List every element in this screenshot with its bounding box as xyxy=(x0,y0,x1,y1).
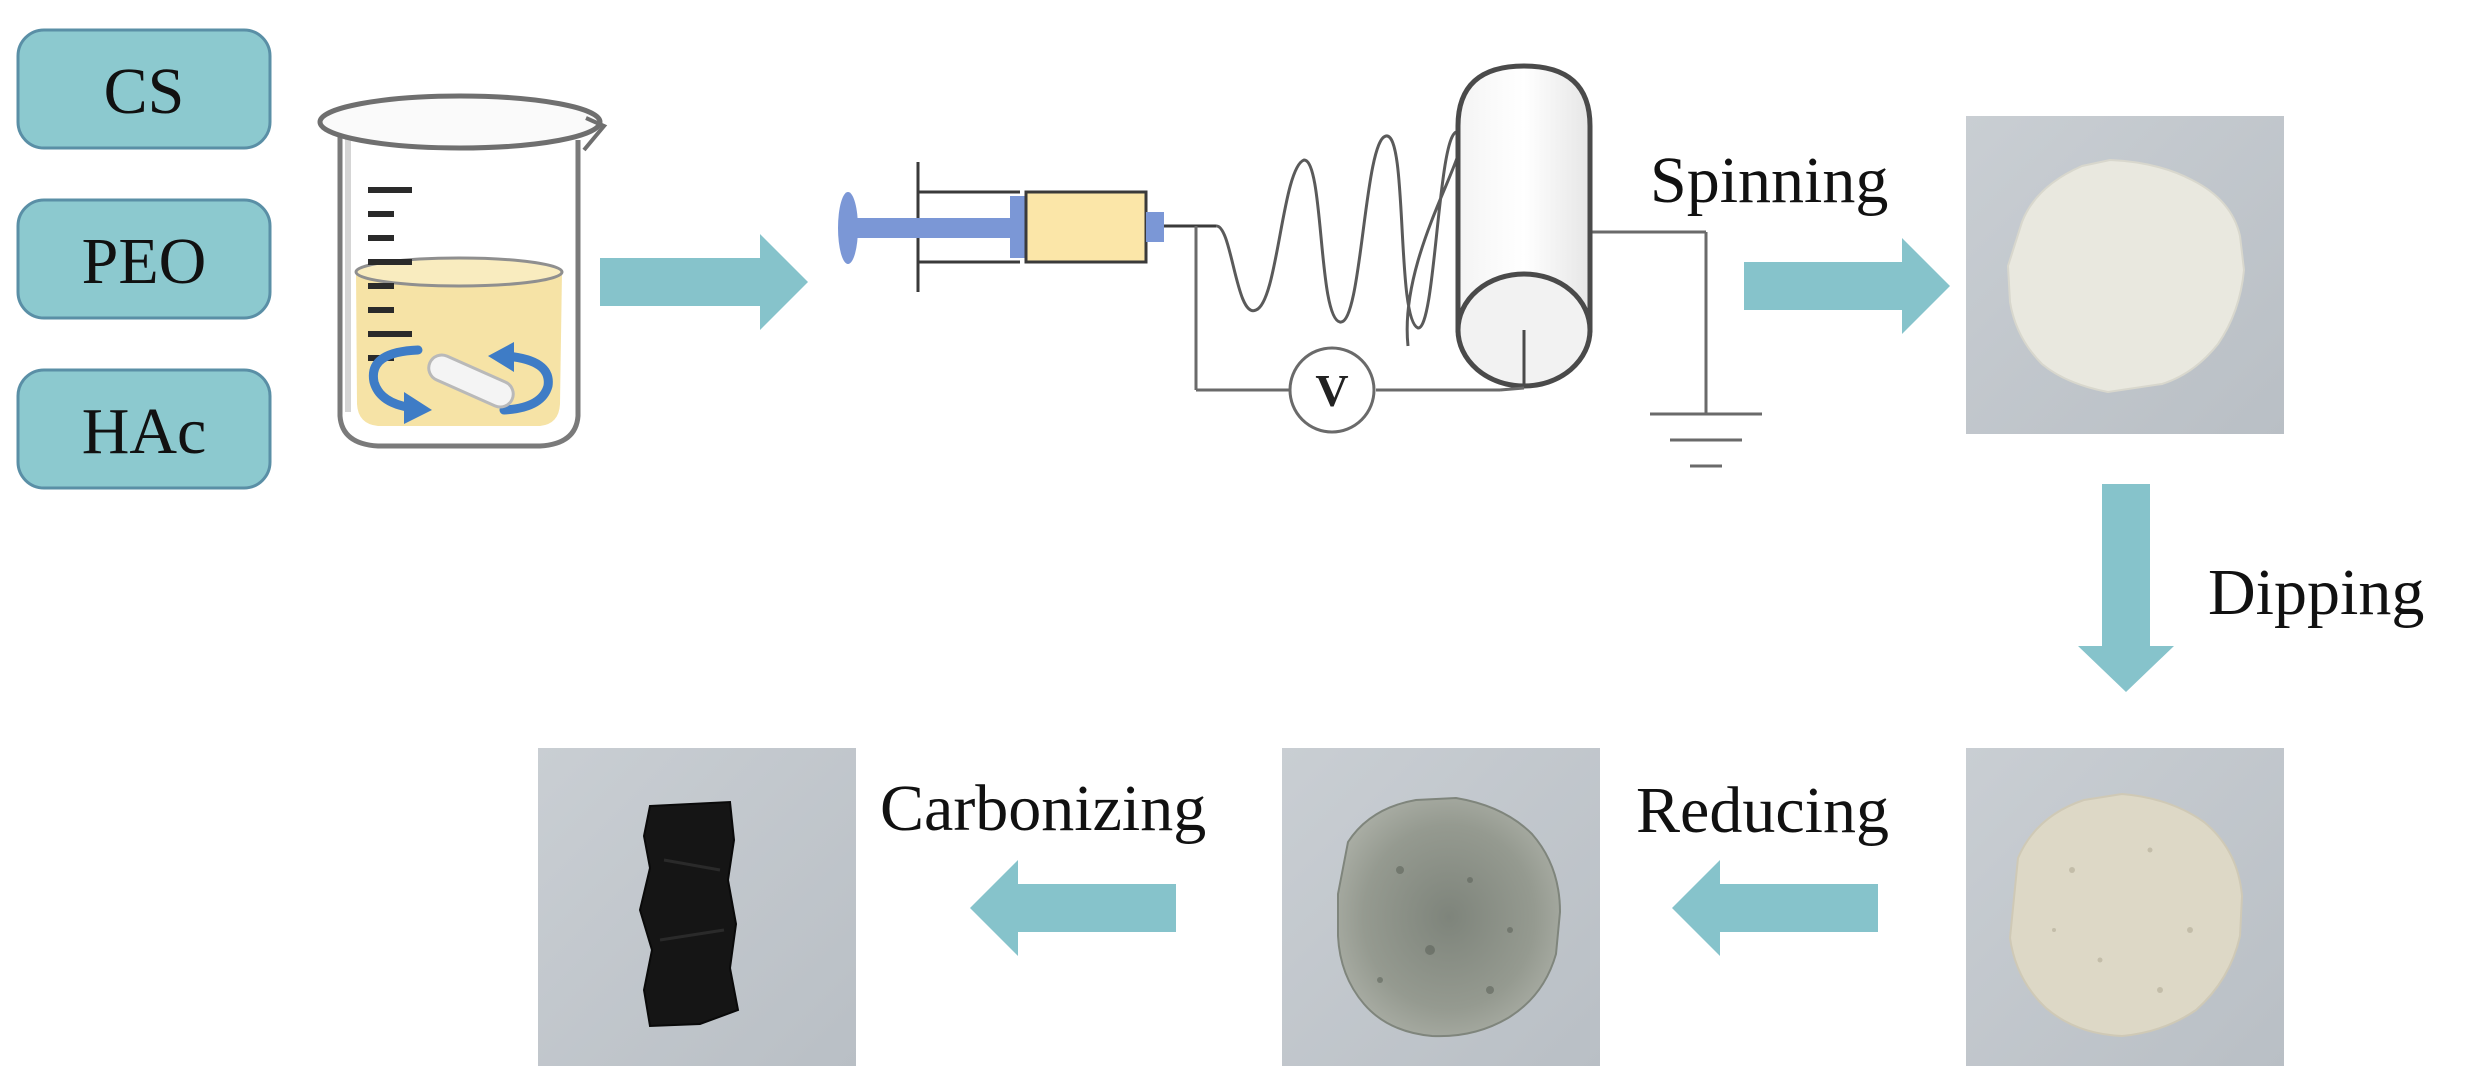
polymer-jet xyxy=(1215,130,1464,347)
dipped-membrane-disc xyxy=(2008,792,2244,1038)
beaker-icon xyxy=(317,93,608,449)
syringe-barrel xyxy=(1024,190,1148,264)
syringe-icon xyxy=(838,162,1216,292)
material-cs-label: CS xyxy=(104,55,185,128)
arrow-to-electrospinning xyxy=(600,234,808,330)
voltmeter-icon: V xyxy=(1288,346,1376,434)
white-membrane-disc xyxy=(2006,158,2246,394)
stir-arrow-right-icon xyxy=(499,351,553,415)
electrospinning-setup: V xyxy=(838,63,1762,468)
arrow-spinning xyxy=(1744,238,1950,334)
circuit-wires xyxy=(1194,226,1708,414)
stir-arrow-left-icon xyxy=(368,345,423,413)
arrow-reducing xyxy=(1672,860,1878,956)
step-label-carbonizing: Carbonizing xyxy=(880,772,1206,845)
photo-reduced-membrane xyxy=(1282,748,1600,1066)
ground-icon xyxy=(1650,412,1762,468)
voltmeter-label: V xyxy=(1315,365,1348,416)
step-label-dipping: Dipping xyxy=(2208,556,2424,629)
material-hac-pill: HAc xyxy=(16,368,272,490)
material-peo-label: PEO xyxy=(82,225,207,298)
carbonized-membrane-strip xyxy=(638,800,740,1028)
arrow-carbonizing xyxy=(970,860,1176,956)
photo-dipped-membrane xyxy=(1966,748,2284,1066)
step-label-reducing: Reducing xyxy=(1636,774,1889,847)
step-label-spinning: Spinning xyxy=(1650,144,1888,217)
photo-carbonized-membrane xyxy=(538,748,856,1066)
material-cs-pill: CS xyxy=(16,28,272,150)
stir-bar-icon xyxy=(427,353,515,409)
material-peo-pill: PEO xyxy=(16,198,272,320)
reduced-membrane-disc xyxy=(1337,796,1562,1038)
drum-collector-icon xyxy=(1455,63,1593,392)
arrow-dipping xyxy=(2078,484,2174,692)
photo-spun-membrane xyxy=(1966,116,2284,434)
material-hac-label: HAc xyxy=(82,395,207,468)
